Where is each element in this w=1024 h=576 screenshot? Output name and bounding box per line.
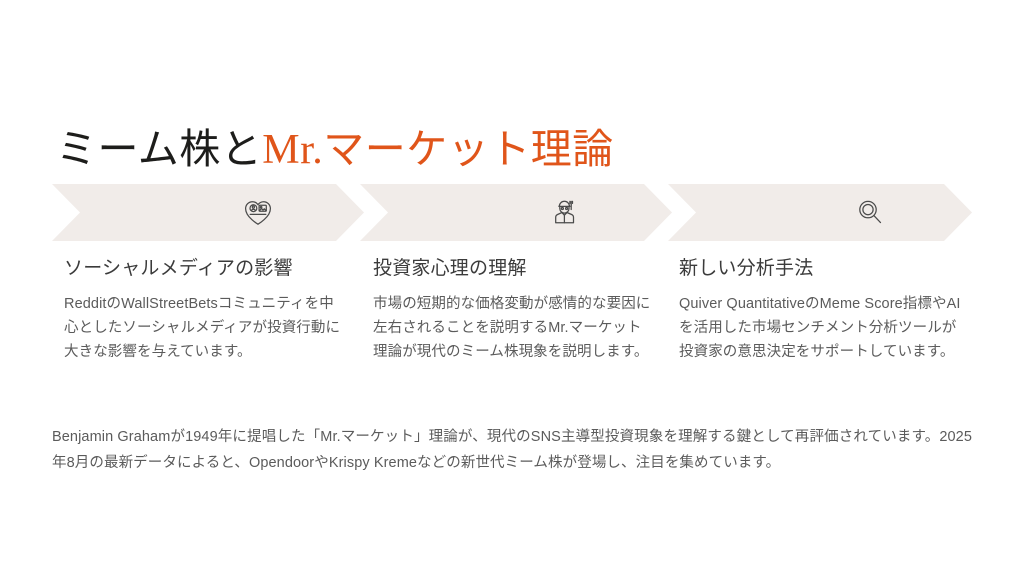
step-body-3: Quiver QuantitativeのMeme Score指標やAIを活用した… (679, 296, 961, 360)
step-heading-2: 投資家心理の理解 (373, 258, 527, 279)
step-body-2: 市場の短期的な価格変動が感情的な要因に左右されることを説明するMr.マーケット理… (373, 296, 651, 360)
magnifier-analysis-icon (854, 196, 886, 228)
page-title-accent-latin: Mr. (262, 127, 324, 174)
step-body-1: RedditのWallStreetBetsコミュニティを中心としたソーシャルメデ… (64, 296, 341, 360)
page-title-accent: Mr.マーケット理論 (262, 126, 614, 174)
footer-note: Benjamin Grahamが1949年に提唱した「Mr.マーケット」理論が、… (52, 429, 972, 471)
chevron-step-2[interactable] (360, 184, 672, 241)
chevron-band (52, 184, 972, 241)
step-column-2: 投資家心理の理解 市場の短期的な価格変動が感情的な要因に左右されることを説明する… (373, 256, 655, 364)
step-column-1: ソーシャルメディアの影響 RedditのWallStreetBetsコミュニティ… (64, 256, 346, 364)
step-heading-1: ソーシャルメディアの影響 (64, 258, 293, 279)
chevron-step-3[interactable] (668, 184, 972, 241)
step-heading-3: 新しい分析手法 (679, 258, 814, 279)
chevron-step-1[interactable] (52, 184, 364, 241)
page-title-lead: ミーム株と (56, 126, 263, 173)
page-title-accent-jp: マーケット理論 (323, 126, 614, 173)
step-column-3: 新しい分析手法 Quiver QuantitativeのMeme Score指標… (679, 256, 961, 364)
investor-person-icon (549, 196, 581, 228)
social-media-heart-icon (242, 196, 274, 228)
page-title: ミーム株とMr.マーケット理論 (56, 123, 614, 176)
steps-columns: ソーシャルメディアの影響 RedditのWallStreetBetsコミュニティ… (0, 256, 1024, 396)
